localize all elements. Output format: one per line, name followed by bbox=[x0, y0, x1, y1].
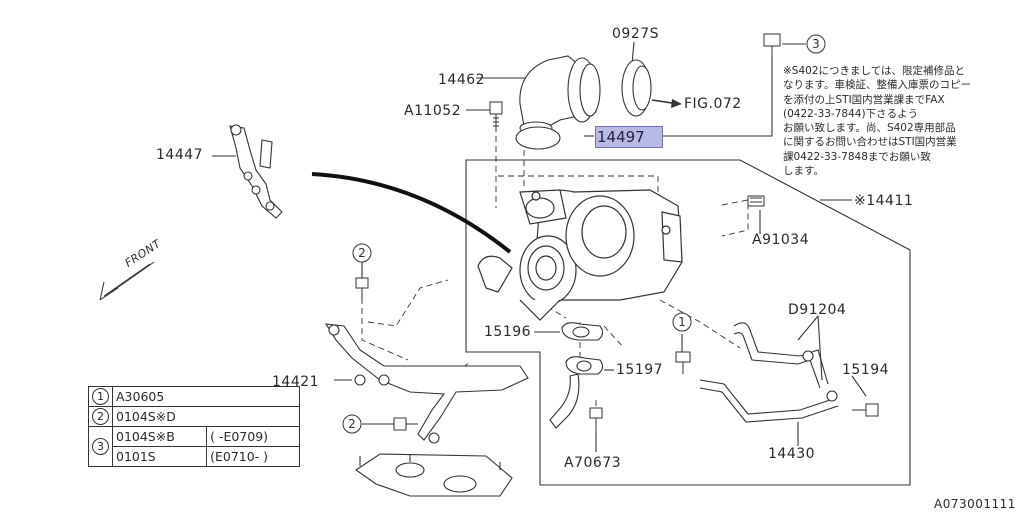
label-14430: 14430 bbox=[768, 446, 816, 462]
label-15196: 15196 bbox=[484, 324, 532, 340]
label-a91034: A91034 bbox=[752, 232, 810, 248]
note-line: (0422-33-7844)下さるよう bbox=[783, 107, 919, 120]
label-0927s: 0927S bbox=[612, 26, 660, 42]
note-line: に関するお問い合わせはSTI国内営業 bbox=[783, 136, 957, 149]
label-15197: 15197 bbox=[616, 362, 664, 378]
callout-2a-text: 2 bbox=[358, 246, 366, 260]
legend-num: 3 bbox=[92, 438, 109, 455]
note-line: を添付の上STI国内営業課までFAX bbox=[783, 93, 945, 106]
legend-num-cell: 3 bbox=[88, 426, 113, 467]
part-highlight-14497[interactable]: 14497 bbox=[595, 126, 663, 148]
legend-part: 0104S※D bbox=[112, 406, 300, 427]
legend-num: 1 bbox=[92, 388, 109, 405]
fastener-legend-table: 1 A30605 2 0104S※D 3 0104S※B ( -E0709) 0… bbox=[88, 386, 300, 467]
label-a11052: A11052 bbox=[404, 103, 462, 119]
legend-num-cell: 1 bbox=[88, 386, 113, 407]
legend-row: 2 0104S※D bbox=[88, 406, 300, 427]
assembly-frame bbox=[465, 159, 911, 486]
legend-num: 2 bbox=[92, 408, 109, 425]
label-14462: 14462 bbox=[438, 72, 486, 88]
legend-num-cell: 2 bbox=[88, 406, 113, 427]
label-fig072[interactable]: FIG.072 bbox=[684, 96, 742, 112]
legend-row: 3 0104S※B ( -E0709) bbox=[88, 426, 300, 467]
label-14411: ※14411 bbox=[854, 193, 914, 209]
legend-range: (E0710- ) bbox=[206, 446, 300, 467]
callout-3-text: 3 bbox=[812, 37, 820, 51]
note-line: お願い致します。尚、S402専用部品 bbox=[783, 122, 956, 135]
label-14447: 14447 bbox=[156, 147, 204, 163]
note-line: なります。車検証、整備入庫票のコピー bbox=[783, 79, 971, 92]
callout-1-text: 1 bbox=[678, 315, 686, 329]
note-line: します。 bbox=[783, 165, 824, 178]
note-line: ※S402につきましては、限定補修品と bbox=[783, 65, 965, 77]
legend-row: 0101S (E0710- ) bbox=[89, 446, 300, 467]
legend-part: 0104S※B bbox=[111, 426, 208, 447]
label-d91204: D91204 bbox=[788, 302, 847, 318]
legend-part: 0101S bbox=[111, 446, 208, 467]
callout-2b-text: 2 bbox=[348, 417, 356, 431]
label-14497: 14497 bbox=[597, 128, 645, 146]
note-line: 課0422-33-7848までお願い致 bbox=[783, 150, 931, 163]
legend-row: 1 A30605 bbox=[88, 386, 300, 407]
figure-code: A073001111 bbox=[934, 497, 1016, 511]
legend-range: ( -E0709) bbox=[206, 426, 300, 447]
legend-part: A30605 bbox=[112, 386, 300, 407]
s402-notice: ※S402につきましては、限定補修品と なります。車検証、整備入庫票のコピー を… bbox=[783, 64, 1015, 178]
label-15194: 15194 bbox=[842, 362, 890, 378]
label-a70673: A70673 bbox=[564, 455, 622, 471]
